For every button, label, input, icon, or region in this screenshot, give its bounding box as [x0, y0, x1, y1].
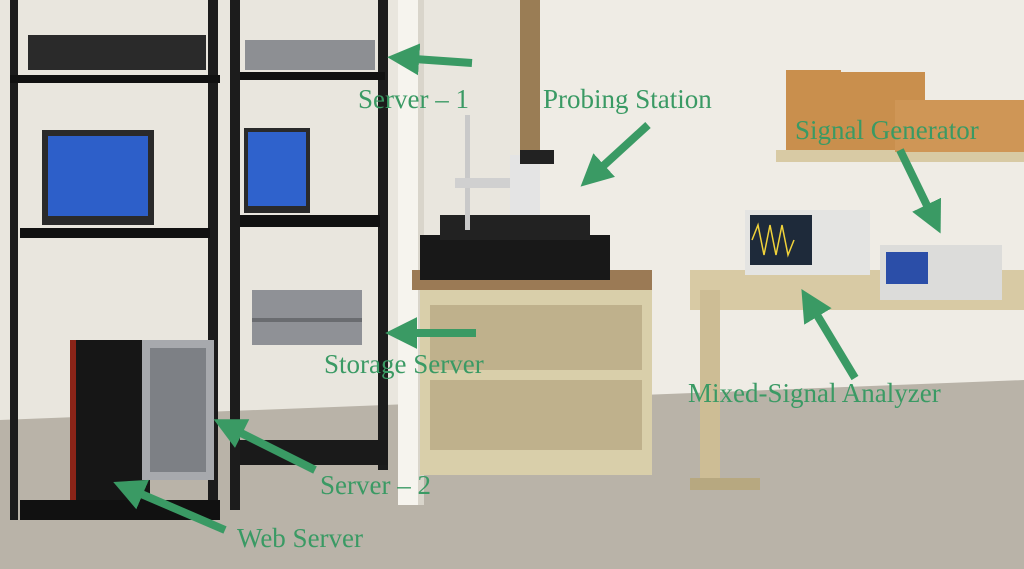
label-storage-server: Storage Server: [324, 349, 484, 379]
label-signal-generator: Signal Generator: [795, 115, 979, 145]
arrow-probing-station: [580, 122, 651, 187]
label-mixed-signal-analyzer: Mixed-Signal Analyzer: [688, 378, 941, 408]
arrow-server-1: [387, 43, 473, 76]
label-server-1: Server – 1: [358, 84, 469, 114]
instrument-table: [690, 210, 1024, 490]
microscope: [510, 155, 540, 215]
arrow-server-2: [213, 419, 317, 474]
probing-station: [412, 115, 652, 475]
label-server-2: Server – 2: [320, 470, 431, 500]
arrow-signal-generator: [896, 148, 941, 234]
server-rack-left: [10, 0, 388, 520]
label-web-server: Web Server: [237, 523, 364, 553]
shelf: [776, 70, 1024, 162]
label-probing-station: Probing Station: [543, 84, 712, 114]
arrow-web-server: [113, 479, 227, 534]
annotation-arrows: [113, 43, 941, 534]
web-server-tower: [70, 340, 150, 505]
arrow-mixed-signal-analyzer: [801, 289, 859, 381]
storage-server-unit: [252, 290, 362, 345]
